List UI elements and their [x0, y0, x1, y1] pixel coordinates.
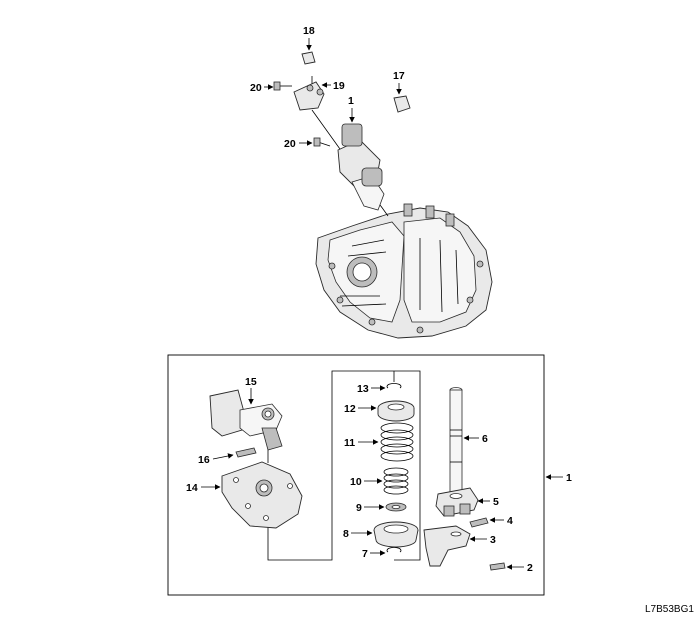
callout-7: 7 [362, 548, 368, 560]
cover-plate-14 [221, 461, 303, 529]
spring-10 [383, 467, 409, 495]
connection-lines [267, 370, 421, 561]
callout-8: 8 [343, 528, 349, 540]
callout-1-upper: 1 [348, 95, 354, 107]
figure-code: L7B53BG1 [645, 604, 694, 615]
shift-lever-15 [209, 389, 283, 451]
callout-18: 18 [303, 25, 315, 37]
callout-14: 14 [186, 482, 198, 494]
callout-20-lower: 20 [284, 138, 296, 150]
cap-18 [301, 51, 316, 65]
cap-17 [393, 95, 411, 113]
pin-16 [235, 447, 257, 458]
bolt-20-upper [273, 81, 292, 91]
transaxle-case [315, 203, 493, 339]
callout-20-upper: 20 [250, 82, 262, 94]
callout-17: 17 [393, 70, 405, 82]
spring-11 [380, 422, 414, 462]
finger-5 [435, 487, 479, 517]
lever-3 [423, 525, 471, 567]
callout-13: 13 [357, 383, 369, 395]
callout-2: 2 [527, 562, 533, 574]
callout-16: 16 [198, 454, 210, 466]
spring-seat-12 [377, 400, 415, 422]
callout-9: 9 [356, 502, 362, 514]
shift-control-housing [293, 76, 389, 217]
shift-shaft-6 [449, 387, 463, 495]
callout-15: 15 [245, 376, 257, 388]
callout-3: 3 [490, 534, 496, 546]
snap-ring-13 [386, 383, 402, 389]
callout-11: 11 [344, 437, 355, 449]
callout-5: 5 [493, 496, 499, 508]
detail-box [167, 354, 545, 596]
washer-9 [385, 502, 407, 512]
callout-6: 6 [482, 433, 488, 445]
callout-19: 19 [333, 80, 345, 92]
callout-4: 4 [507, 515, 513, 527]
pin-2 [489, 562, 506, 571]
callout-10: 10 [350, 476, 362, 488]
pin-4 [469, 517, 489, 528]
seat-8 [373, 521, 419, 548]
bolt-20-lower [313, 137, 331, 147]
callout-1-box: 1 [566, 472, 572, 484]
callout-12: 12 [344, 403, 356, 415]
snap-ring-7 [386, 547, 402, 553]
